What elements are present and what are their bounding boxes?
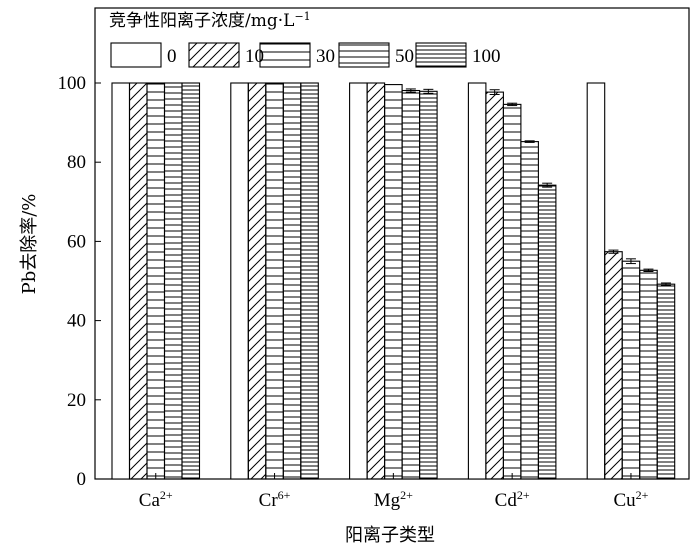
- bar-10-Ca: [128, 82, 148, 480]
- legend-swatch-0: [110, 42, 162, 68]
- legend: 竞争性阳离子浓度/mg·L−1 0 10 30 50 100: [109, 10, 501, 68]
- bar-10-Cd: [485, 91, 504, 480]
- y-tick-label: 0: [77, 469, 87, 490]
- x-tick-label: Cu2+: [613, 488, 648, 511]
- bar-0-Cd: [467, 82, 487, 480]
- bar-10-Cu: [604, 251, 623, 480]
- bar-0-Cu: [586, 82, 606, 480]
- bar-50-Cu: [639, 269, 658, 480]
- legend-label-0: 0: [167, 46, 177, 67]
- y-axis: 0 20 40 60 80 100: [58, 73, 101, 490]
- legend-label-30: 30: [316, 46, 335, 67]
- bar-0-Mg: [349, 82, 368, 480]
- bar-100-Cr: [300, 82, 319, 480]
- bar-30-Mg: [384, 84, 403, 480]
- bar-0-Cr: [230, 82, 249, 480]
- x-axis-title: 阳离子类型: [345, 525, 435, 546]
- y-tick-label: 20: [67, 390, 86, 411]
- bar-0-Ca: [111, 82, 131, 480]
- legend-title: 竞争性阳离子浓度/mg·L−1: [109, 10, 311, 32]
- x-tick-label: Cr6+: [259, 488, 291, 511]
- legend-swatch-100: [415, 42, 467, 68]
- y-tick-label: 40: [67, 311, 86, 332]
- bar-50-Ca: [163, 82, 183, 480]
- legend-label-10: 10: [245, 46, 264, 67]
- legend-swatch-10: [188, 42, 240, 68]
- legend-swatch-30: [259, 42, 311, 68]
- x-tick-label: Mg2+: [374, 488, 413, 511]
- bar-100-Ca: [181, 82, 201, 480]
- bar-30-Cr: [265, 82, 284, 480]
- x-tick-label: Cd2+: [495, 488, 530, 511]
- bar-100-Cu: [656, 283, 676, 480]
- legend-swatch-50: [338, 42, 390, 68]
- bar-30-Ca: [146, 82, 166, 480]
- bar-50-Cd: [520, 141, 539, 480]
- x-tick-label: Ca2+: [139, 488, 173, 511]
- bar-group: [111, 82, 676, 480]
- legend-label-50: 50: [395, 46, 414, 67]
- bar-50-Mg: [401, 89, 421, 480]
- bar-50-Cr: [282, 82, 302, 480]
- y-axis-title: Pb去除率/%: [19, 194, 40, 295]
- bar-30-Cu: [621, 260, 641, 480]
- y-tick-label: 100: [58, 73, 87, 94]
- bar-10-Mg: [366, 82, 386, 480]
- legend-label-100: 100: [472, 46, 501, 67]
- bar-100-Mg: [419, 90, 438, 480]
- y-tick-label: 80: [67, 152, 86, 173]
- bar-10-Cr: [247, 82, 267, 480]
- bar-100-Cd: [537, 184, 557, 480]
- bar-30-Cd: [502, 103, 522, 480]
- y-tick-label: 60: [67, 231, 86, 252]
